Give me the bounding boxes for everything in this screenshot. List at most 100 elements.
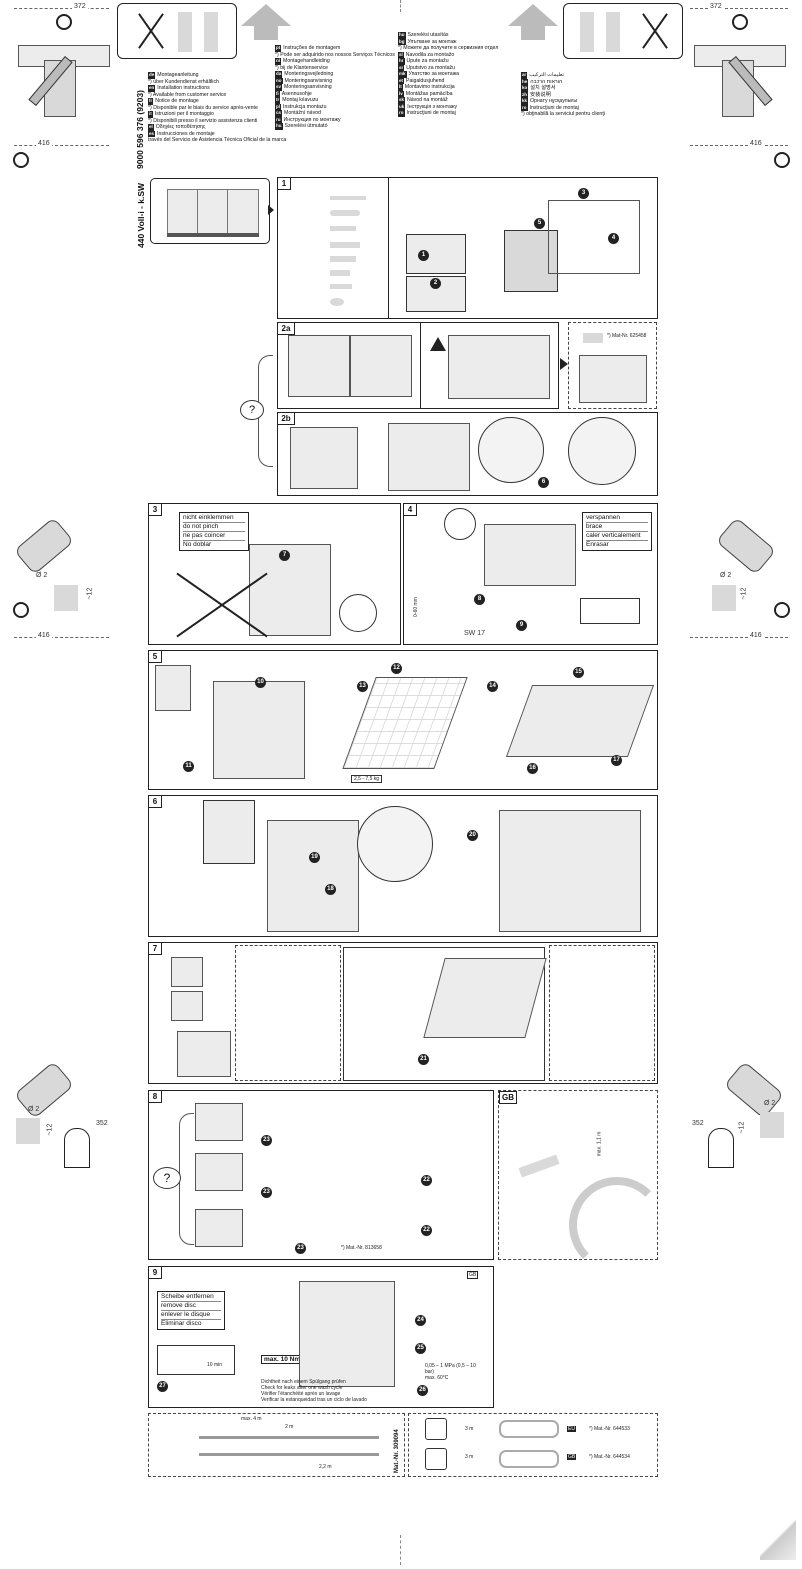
- language-code-badge: lv: [398, 90, 404, 97]
- arrow-right-icon: [268, 205, 274, 215]
- callout-line: brace: [586, 523, 648, 532]
- language-code-badge: he: [521, 78, 529, 85]
- top-left-screw-icon: [56, 14, 72, 30]
- language-text: Montážní návod: [284, 110, 321, 116]
- language-code-badge: mk: [398, 71, 407, 78]
- question-mark-icon: ?: [153, 1167, 181, 1189]
- language-text: تعليمات التركيب: [529, 72, 564, 78]
- mid-right-dim-value: 416: [748, 140, 764, 147]
- language-text: Instrucţiuni de montaj: [406, 110, 456, 116]
- drill-left-dim-line: [14, 637, 109, 638]
- top-left-hint-box: [117, 3, 237, 59]
- language-text: *) Pode ser adquirido nos nossos Serviço…: [275, 51, 395, 58]
- callout-line: verspannen: [586, 514, 648, 523]
- language-text: Monteringsanvisning: [284, 77, 333, 84]
- language-code-badge: ar: [521, 72, 528, 79]
- language-text: *) Disponible par le biais du service ap…: [148, 104, 258, 111]
- language-code-badge: ro: [398, 110, 405, 117]
- drill-right-dia: Ø 2: [720, 572, 732, 579]
- step-5-panel: 5 10 11 12 13 2,5 - 7,5 kg 14 15 16 17: [148, 650, 658, 790]
- hose-bend-illustration: [569, 1177, 665, 1273]
- language-text: Uputstvo za montažu: [406, 64, 455, 71]
- no-lever-cross-icon: [444, 508, 476, 540]
- dishwasher-tilt-illustration: [406, 234, 466, 274]
- dishwasher-push-illustration: [249, 544, 331, 636]
- drill-right-dim-line: [690, 637, 788, 638]
- language-text: Instrucţiuni de montaj: [529, 104, 579, 111]
- no-sharp-tools-icons: [171, 1377, 251, 1399]
- hose-max-length: max. 4 m: [241, 1416, 262, 1422]
- hinge-detail-box: [203, 800, 255, 864]
- language-code-badge: sl: [398, 51, 404, 58]
- cabinet-sketch-1: [288, 335, 350, 397]
- language-text: Asennusohje: [281, 90, 312, 97]
- language-text: Navodila za montažo: [405, 51, 455, 58]
- cabinet-sketch-4: [290, 427, 358, 489]
- mounting-block-left-icon: [64, 1128, 90, 1168]
- top-left-dim-value: 372: [72, 3, 88, 10]
- language-text: 설치 설명서: [530, 85, 556, 91]
- language-entry: *) Disponible par le biais du service ap…: [148, 105, 273, 112]
- language-text: Návod na montáž: [407, 97, 448, 103]
- drill-lower-right-dia: Ø 2: [764, 1100, 776, 1107]
- callout-line: enlever le disque: [161, 1311, 221, 1320]
- language-text: Упатство за монтажа: [408, 71, 460, 77]
- drill-right-icon: [715, 517, 777, 575]
- cabinet-type-no-icon: [171, 957, 203, 987]
- drill-right-screw-icon: [774, 602, 790, 618]
- dishwasher-3d-illustration: [504, 230, 558, 292]
- language-entry: *) Available from customer service: [148, 92, 273, 99]
- step-6-number: 6: [149, 796, 162, 808]
- drill-left-depth: ~12: [86, 587, 94, 600]
- language-code-badge: sr: [398, 64, 405, 71]
- strip-profile-icon: [204, 12, 218, 52]
- language-text: *) Disponibili presso il servizio assist…: [148, 117, 258, 124]
- step-9-gb: GB: [467, 1271, 479, 1279]
- language-text: Szerelési útmutató: [284, 123, 328, 129]
- socket-gb-icon: [425, 1448, 447, 1470]
- cabinet-sketch-3: [448, 335, 550, 399]
- parts-list: [310, 190, 380, 310]
- language-text: Montageanleitung: [157, 72, 199, 78]
- language-code-badge: sv: [275, 84, 283, 91]
- mid-right-dim-line: [690, 145, 788, 146]
- drill-lower-left-dia: Ø 2: [28, 1106, 40, 1113]
- language-code-badge: tr: [275, 97, 281, 104]
- step-4-number: 4: [404, 504, 417, 516]
- panel-option-2: [195, 1153, 243, 1191]
- language-text: Monteringsanvisning: [284, 84, 332, 90]
- mid-left-dim-line: [14, 145, 109, 146]
- cable-length-gb: 3 m: [465, 1454, 474, 1460]
- drill-lower-left-depth: ~12: [46, 1123, 54, 1136]
- template-illustration: [213, 681, 305, 779]
- language-text: Οδηγίες τοποθέτησης: [155, 124, 206, 130]
- step-2b-number: 2b: [278, 413, 295, 425]
- language-text: Montāžas pamācība: [405, 90, 453, 97]
- drill-right-hole: [712, 585, 736, 611]
- language-code-badge: da: [275, 71, 283, 78]
- callout-line: Scheibe entfernen: [161, 1293, 221, 1302]
- language-text: הוראות הרכבה: [530, 78, 563, 85]
- hose-2m: 2 m: [285, 1424, 294, 1430]
- strip-profile-icon: [178, 12, 192, 52]
- top-right-dim-line: [690, 8, 788, 9]
- language-text: Notice de montage: [155, 98, 199, 104]
- callout-line: Enrasar: [586, 541, 609, 548]
- cable-mat-gb: *) Mat.-Nr. 644534: [589, 1454, 630, 1460]
- arrow-right-icon: [560, 358, 568, 370]
- mid-left-dim-value: 416: [36, 140, 52, 147]
- page-curl-icon: [760, 1520, 796, 1560]
- top-left-dim-line: [14, 8, 109, 9]
